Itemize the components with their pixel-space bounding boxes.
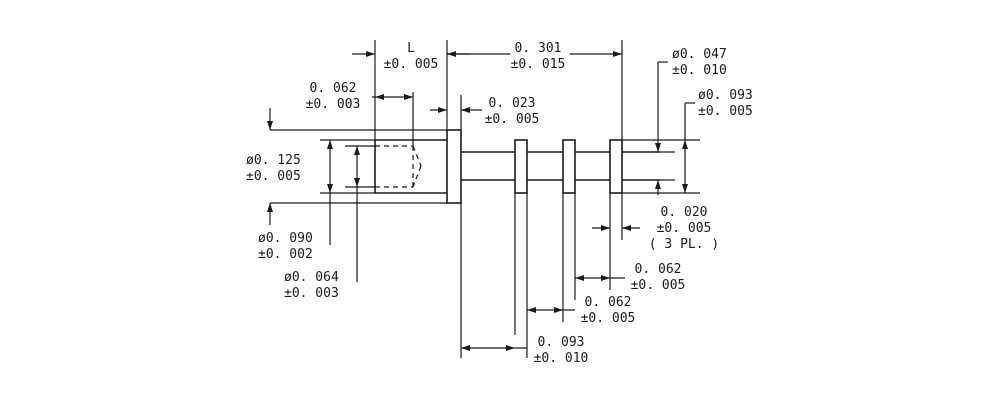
dim-0062-centre: 0. 062 ±0. 005 <box>581 295 636 326</box>
dim-L-value: L <box>407 41 415 56</box>
dim-0020-note: ( 3 PL. ) <box>649 237 719 252</box>
dim-dia-047: ø0. 047 ±0. 010 <box>672 47 727 78</box>
dim-0020-value: 0. 020 <box>661 205 708 220</box>
dim-0301-tol: ±0. 015 <box>511 57 566 72</box>
dim-dia-090-tol: ±0. 002 <box>258 247 313 262</box>
dim-0093-bottom-tol: ±0. 010 <box>534 351 589 366</box>
dim-0301: 0. 301 ±0. 015 <box>511 41 566 72</box>
part-outline <box>374 129 660 204</box>
dim-0093-bottom-value: 0. 093 <box>538 335 585 350</box>
dim-0062-top: 0. 062 ±0. 003 <box>306 81 361 112</box>
dim-dia-090-value: ø0. 090 <box>258 231 313 246</box>
dim-dia-047-tol: ±0. 010 <box>672 63 727 78</box>
dim-dia-093-value: ø0. 093 <box>698 88 753 103</box>
dim-dia-064-value: ø0. 064 <box>284 270 339 285</box>
dim-0023-value: 0. 023 <box>489 96 536 111</box>
dim-dia-125-tol: ±0. 005 <box>246 169 301 184</box>
dim-0062-right-value: 0. 062 <box>635 262 682 277</box>
dim-0062-centre-value: 0. 062 <box>585 295 632 310</box>
dim-dia-093: ø0. 093 ±0. 005 <box>698 88 753 119</box>
dim-dia-064-tol: ±0. 003 <box>284 286 339 301</box>
dim-0062-centre-tol: ±0. 005 <box>581 311 636 326</box>
dim-dia-090: ø0. 090 ±0. 002 <box>258 231 313 262</box>
dim-0023-tol: ±0. 005 <box>485 112 540 127</box>
dim-0062-top-tol: ±0. 003 <box>306 97 361 112</box>
dim-dia-064: ø0. 064 ±0. 003 <box>284 270 339 301</box>
dim-0093-bottom: 0. 093 ±0. 010 <box>534 335 589 366</box>
dim-L: L ±0. 005 <box>384 41 439 72</box>
dim-0023: 0. 023 ±0. 005 <box>485 96 540 127</box>
dim-0062-top-value: 0. 062 <box>310 81 357 96</box>
dim-0062-right: 0. 062 ±0. 005 <box>631 262 686 293</box>
dim-0020-tol: ±0. 005 <box>657 221 712 236</box>
dim-dia-093-tol: ±0. 005 <box>698 104 753 119</box>
dim-L-tol: ±0. 005 <box>384 57 439 72</box>
dim-dia-125-value: ø0. 125 <box>246 153 301 168</box>
dim-dia-047-value: ø0. 047 <box>672 47 727 62</box>
dim-0301-value: 0. 301 <box>515 41 562 56</box>
dim-0062-right-tol: ±0. 005 <box>631 278 686 293</box>
dim-dia-125: ø0. 125 ±0. 005 <box>246 153 301 184</box>
dim-0020: 0. 020 ±0. 005 ( 3 PL. ) <box>649 205 719 252</box>
dimension-lines <box>267 51 695 351</box>
extension-lines <box>270 40 700 358</box>
